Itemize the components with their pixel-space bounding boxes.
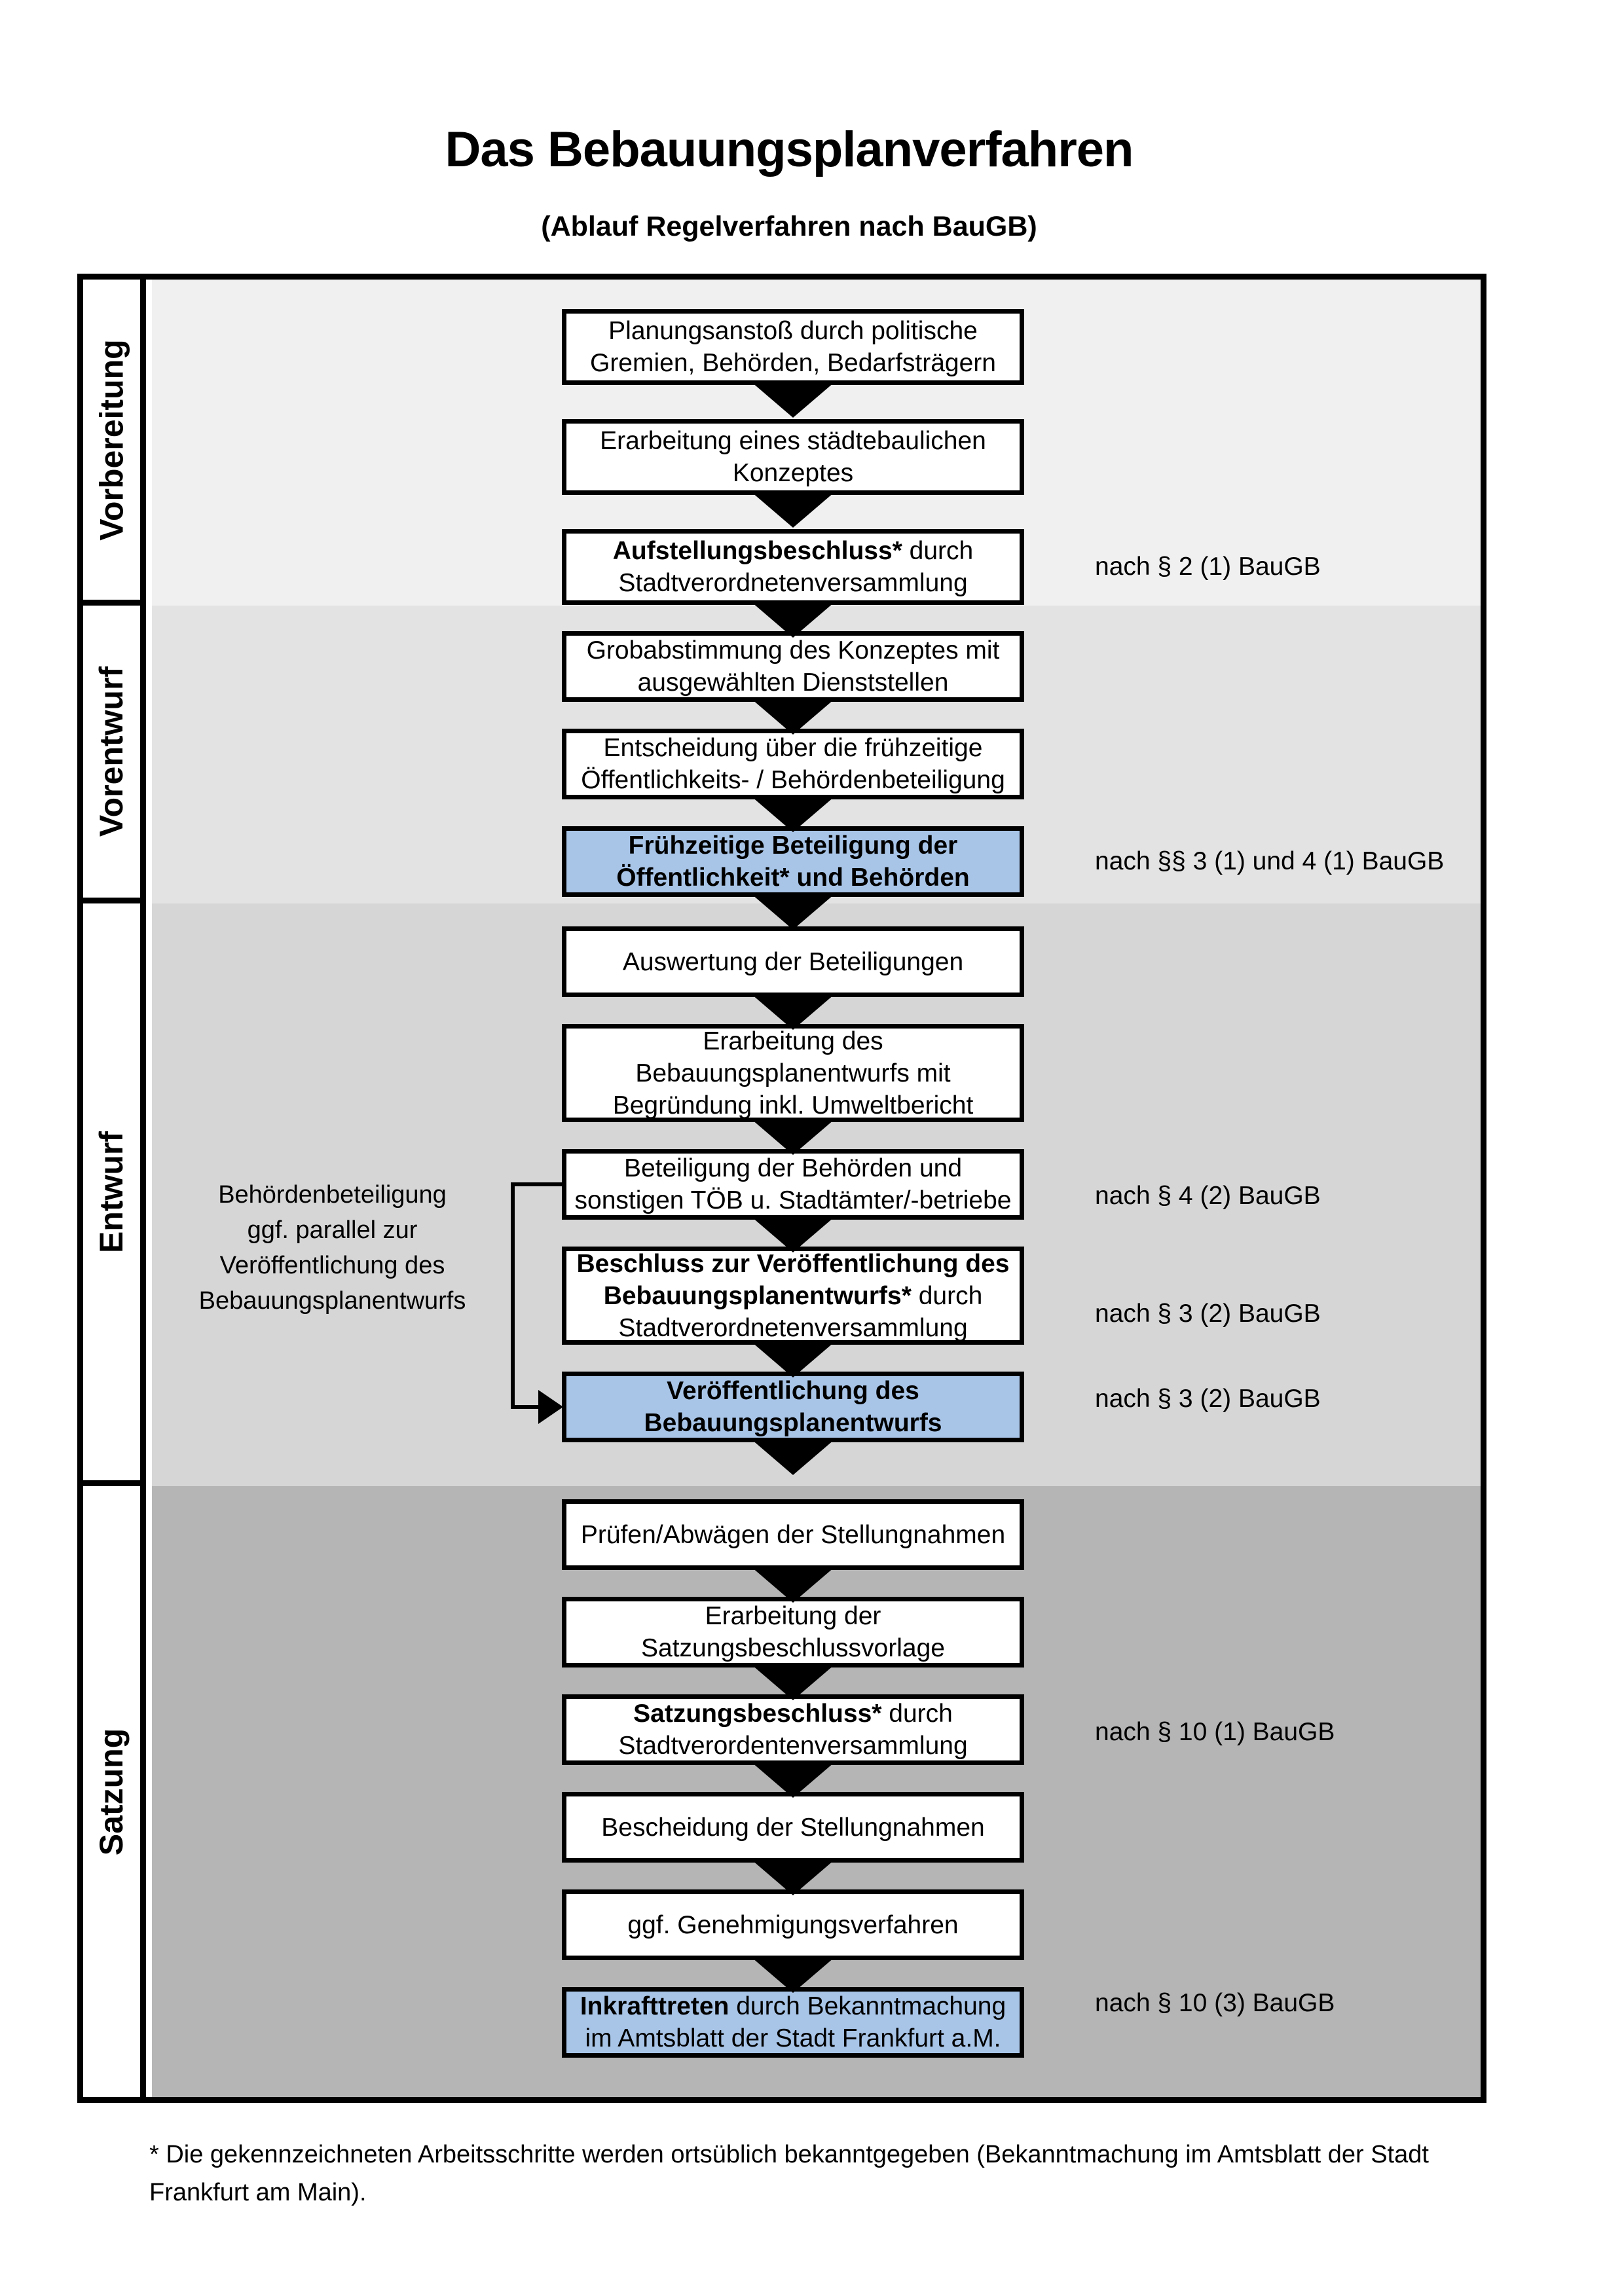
flow-step-erarbeitung-entwurf: Erarbeitung des Bebauungsplanentwurfs mi… [562, 1024, 1024, 1122]
flow-step-grobabstimmung: Grobabstimmung des Konzeptes mit ausgewä… [562, 631, 1024, 702]
diagram-frame [77, 274, 1486, 2103]
bracket-line [511, 1182, 562, 1186]
phase-cell-vorbereitung: Vorbereitung [83, 280, 146, 606]
arrow-right-icon [538, 1390, 563, 1424]
phase-cell-vorentwurf: Vorentwurf [83, 606, 146, 903]
flow-step-beschluss-veroeffentlichung: Beschluss zur Veröffentlichung des Bebau… [562, 1247, 1024, 1345]
phase-cell-satzung: Satzung [83, 1486, 146, 2097]
legal-ref: nach §§ 3 (1) und 4 (1) BauGB [1095, 847, 1445, 875]
arrow-down-icon [752, 382, 834, 418]
arrow-down-icon [752, 1440, 834, 1475]
side-note-behoerdenbeteiligung: Behördenbeteiligung ggf. parallel zur Ve… [198, 1181, 466, 1315]
flow-step-fruehzeitige-beteiligung: Frühzeitige Beteiligung der Öffentlichke… [562, 826, 1024, 897]
footnote: * Die gekennzeichneten Arbeitsschritte w… [149, 2141, 1429, 2206]
flow-step-aufstellungsbeschluss: Aufstellungsbeschluss* durch Stadtverord… [562, 529, 1024, 605]
bracket-line [511, 1182, 515, 1409]
arrow-down-icon [752, 1958, 834, 1993]
flow-step-staedtebauliches-konzept: Erarbeitung eines städtebaulichen Konzep… [562, 419, 1024, 495]
flow-step-pruefen-abwaegen: Prüfen/Abwägen der Stellungnahmen [562, 1499, 1024, 1570]
page-subtitle: (Ablauf Regelverfahren nach BauGB) [541, 211, 1037, 242]
legal-ref: nach § 4 (2) BauGB [1095, 1182, 1321, 1210]
legal-ref: nach § 10 (1) BauGB [1095, 1718, 1335, 1746]
arrow-down-icon [752, 699, 834, 735]
flow-step-auswertung: Auswertung der Beteiligungen [562, 926, 1024, 997]
flow-step-inkrafttreten: Inkrafttreten durch Bekanntmachung im Am… [562, 1987, 1024, 2058]
phase-cell-entwurf: Entwurf [83, 903, 146, 1486]
arrow-down-icon [752, 1762, 834, 1798]
flow-step-veroeffentlichung-entwurf: Veröffentlichung des Bebauungsplanentwur… [562, 1372, 1024, 1442]
flow-step-entscheidung-beteiligung: Entscheidung über die frühzeitige Öffent… [562, 729, 1024, 799]
arrow-down-icon [752, 602, 834, 638]
arrow-down-icon [752, 1567, 834, 1603]
arrow-down-icon [752, 994, 834, 1030]
flow-step-satzungsbeschluss: Satzungsbeschluss* durch Stadtverordente… [562, 1694, 1024, 1765]
arrow-down-icon [752, 797, 834, 832]
legal-ref: nach § 10 (3) BauGB [1095, 1989, 1335, 2017]
legal-ref: nach § 3 (2) BauGB [1095, 1300, 1321, 1328]
arrow-down-icon [752, 1120, 834, 1155]
flow-step-bescheidung: Bescheidung der Stellungnahmen [562, 1792, 1024, 1863]
arrow-down-icon [752, 1860, 834, 1895]
bracket-line [511, 1405, 541, 1409]
flow-step-genehmigungsverfahren: ggf. Genehmigungsverfahren [562, 1889, 1024, 1960]
flow-step-planungsanstoss: Planungsanstoß durch politische Gremien,… [562, 309, 1024, 385]
flow-step-beteiligung-behoerden: Beteiligung der Behörden und sonstigen T… [562, 1149, 1024, 1220]
arrow-down-icon [752, 1665, 834, 1700]
legal-ref: nach § 2 (1) BauGB [1095, 553, 1321, 581]
legal-ref: nach § 3 (2) BauGB [1095, 1385, 1321, 1413]
page-title: Das Bebauungsplanverfahren [445, 122, 1134, 177]
arrow-down-icon [752, 492, 834, 528]
flow-step-satzungsbeschlussvorlage: Erarbeitung der Satzungsbeschlussvorlage [562, 1597, 1024, 1667]
arrow-down-icon [752, 894, 834, 930]
arrow-down-icon [752, 1217, 834, 1252]
arrow-down-icon [752, 1342, 834, 1377]
